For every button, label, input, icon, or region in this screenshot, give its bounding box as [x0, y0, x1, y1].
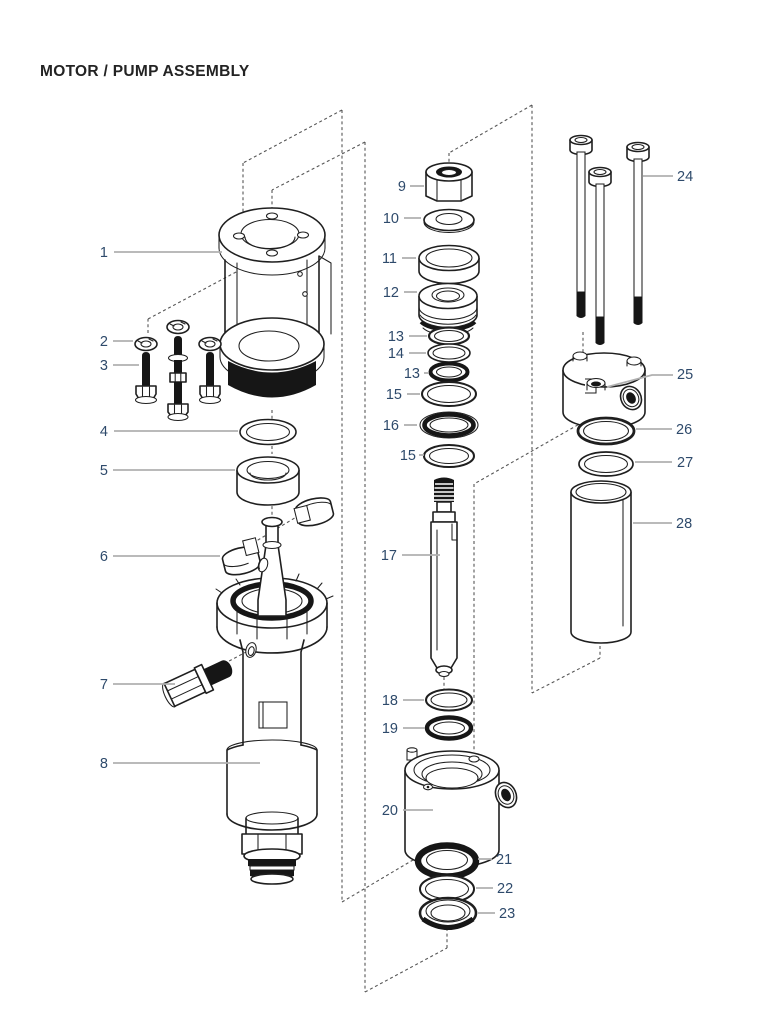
callout-17: 17 [381, 548, 397, 564]
part-2-lock-washers [134, 319, 222, 352]
cap-rim-notch-right [626, 356, 642, 367]
callout-6: 6 [100, 549, 108, 565]
part-14-o-ring [427, 343, 471, 363]
part-5-bushing [236, 456, 300, 506]
callout-13a: 13 [388, 329, 404, 345]
part-7-fitting [162, 660, 233, 708]
part-21-seal [414, 842, 480, 880]
callout-15a: 15 [386, 387, 402, 403]
part-22-o-ring [419, 874, 475, 904]
part-9-packing-nut [425, 162, 473, 202]
callout-19: 19 [382, 721, 398, 737]
callout-20: 20 [382, 803, 398, 819]
part-13-o-ring-upper [427, 326, 471, 346]
part-13-o-ring-lower [428, 361, 470, 383]
part-6-split-collars [221, 497, 335, 576]
callout-8: 8 [100, 756, 108, 772]
part-27-o-ring [578, 451, 634, 477]
part-16-o-ring [419, 411, 479, 439]
part-25-cylinder-cap [562, 351, 646, 429]
callout-1: 1 [100, 245, 108, 261]
callout-27: 27 [677, 455, 693, 471]
callout-12: 12 [383, 285, 399, 301]
callout-2: 2 [100, 334, 108, 350]
leader-lines [113, 175, 673, 914]
callout-14: 14 [388, 346, 404, 362]
part-12-packing-stack [418, 282, 478, 336]
part-4-o-ring [239, 418, 297, 446]
callout-11: 11 [382, 251, 397, 267]
callout-21: 21 [496, 852, 512, 868]
callout-9: 9 [398, 179, 406, 195]
part-15-o-ring-upper [421, 381, 477, 407]
callout-18: 18 [382, 693, 398, 709]
part-17-piston-rod [430, 477, 458, 678]
callout-13b: 13 [404, 366, 420, 382]
callout-22: 22 [497, 881, 513, 897]
callout-4: 4 [100, 424, 108, 440]
callout-3: 3 [100, 358, 108, 374]
callout-23: 23 [499, 906, 515, 922]
callout-5: 5 [100, 463, 108, 479]
callout-labels: 1 2 3 4 5 6 7 8 9 10 11 12 13 14 13 15 1… [100, 169, 693, 922]
part-10-washer [423, 208, 475, 233]
callout-28: 28 [676, 516, 692, 532]
part-8-pump-lower [215, 516, 334, 885]
callout-26: 26 [676, 422, 692, 438]
callout-7: 7 [100, 677, 108, 693]
part-28-cylinder-sleeve [570, 480, 632, 644]
part-20-pump-cylinder [404, 747, 518, 868]
part-3-mounting-bolts [134, 336, 222, 422]
callout-16: 16 [383, 418, 399, 434]
callout-24: 24 [677, 169, 693, 185]
part-19-o-ring [424, 715, 474, 741]
part-1-motor-adapter [218, 207, 332, 398]
alignment-dashed-lines [147, 104, 601, 993]
part-11-gland [418, 244, 480, 285]
page-title: MOTOR / PUMP ASSEMBLY [40, 63, 250, 80]
callout-25: 25 [677, 367, 693, 383]
part-23-cup-seal [418, 896, 478, 930]
part-26-o-ring [576, 416, 636, 446]
part-18-o-ring [425, 688, 473, 712]
cap-rim-notch-left [572, 351, 588, 362]
callout-15b: 15 [400, 448, 416, 464]
callout-10: 10 [383, 211, 399, 227]
part-24-tie-rods [569, 134, 650, 345]
part-15-o-ring-lower [423, 444, 475, 468]
